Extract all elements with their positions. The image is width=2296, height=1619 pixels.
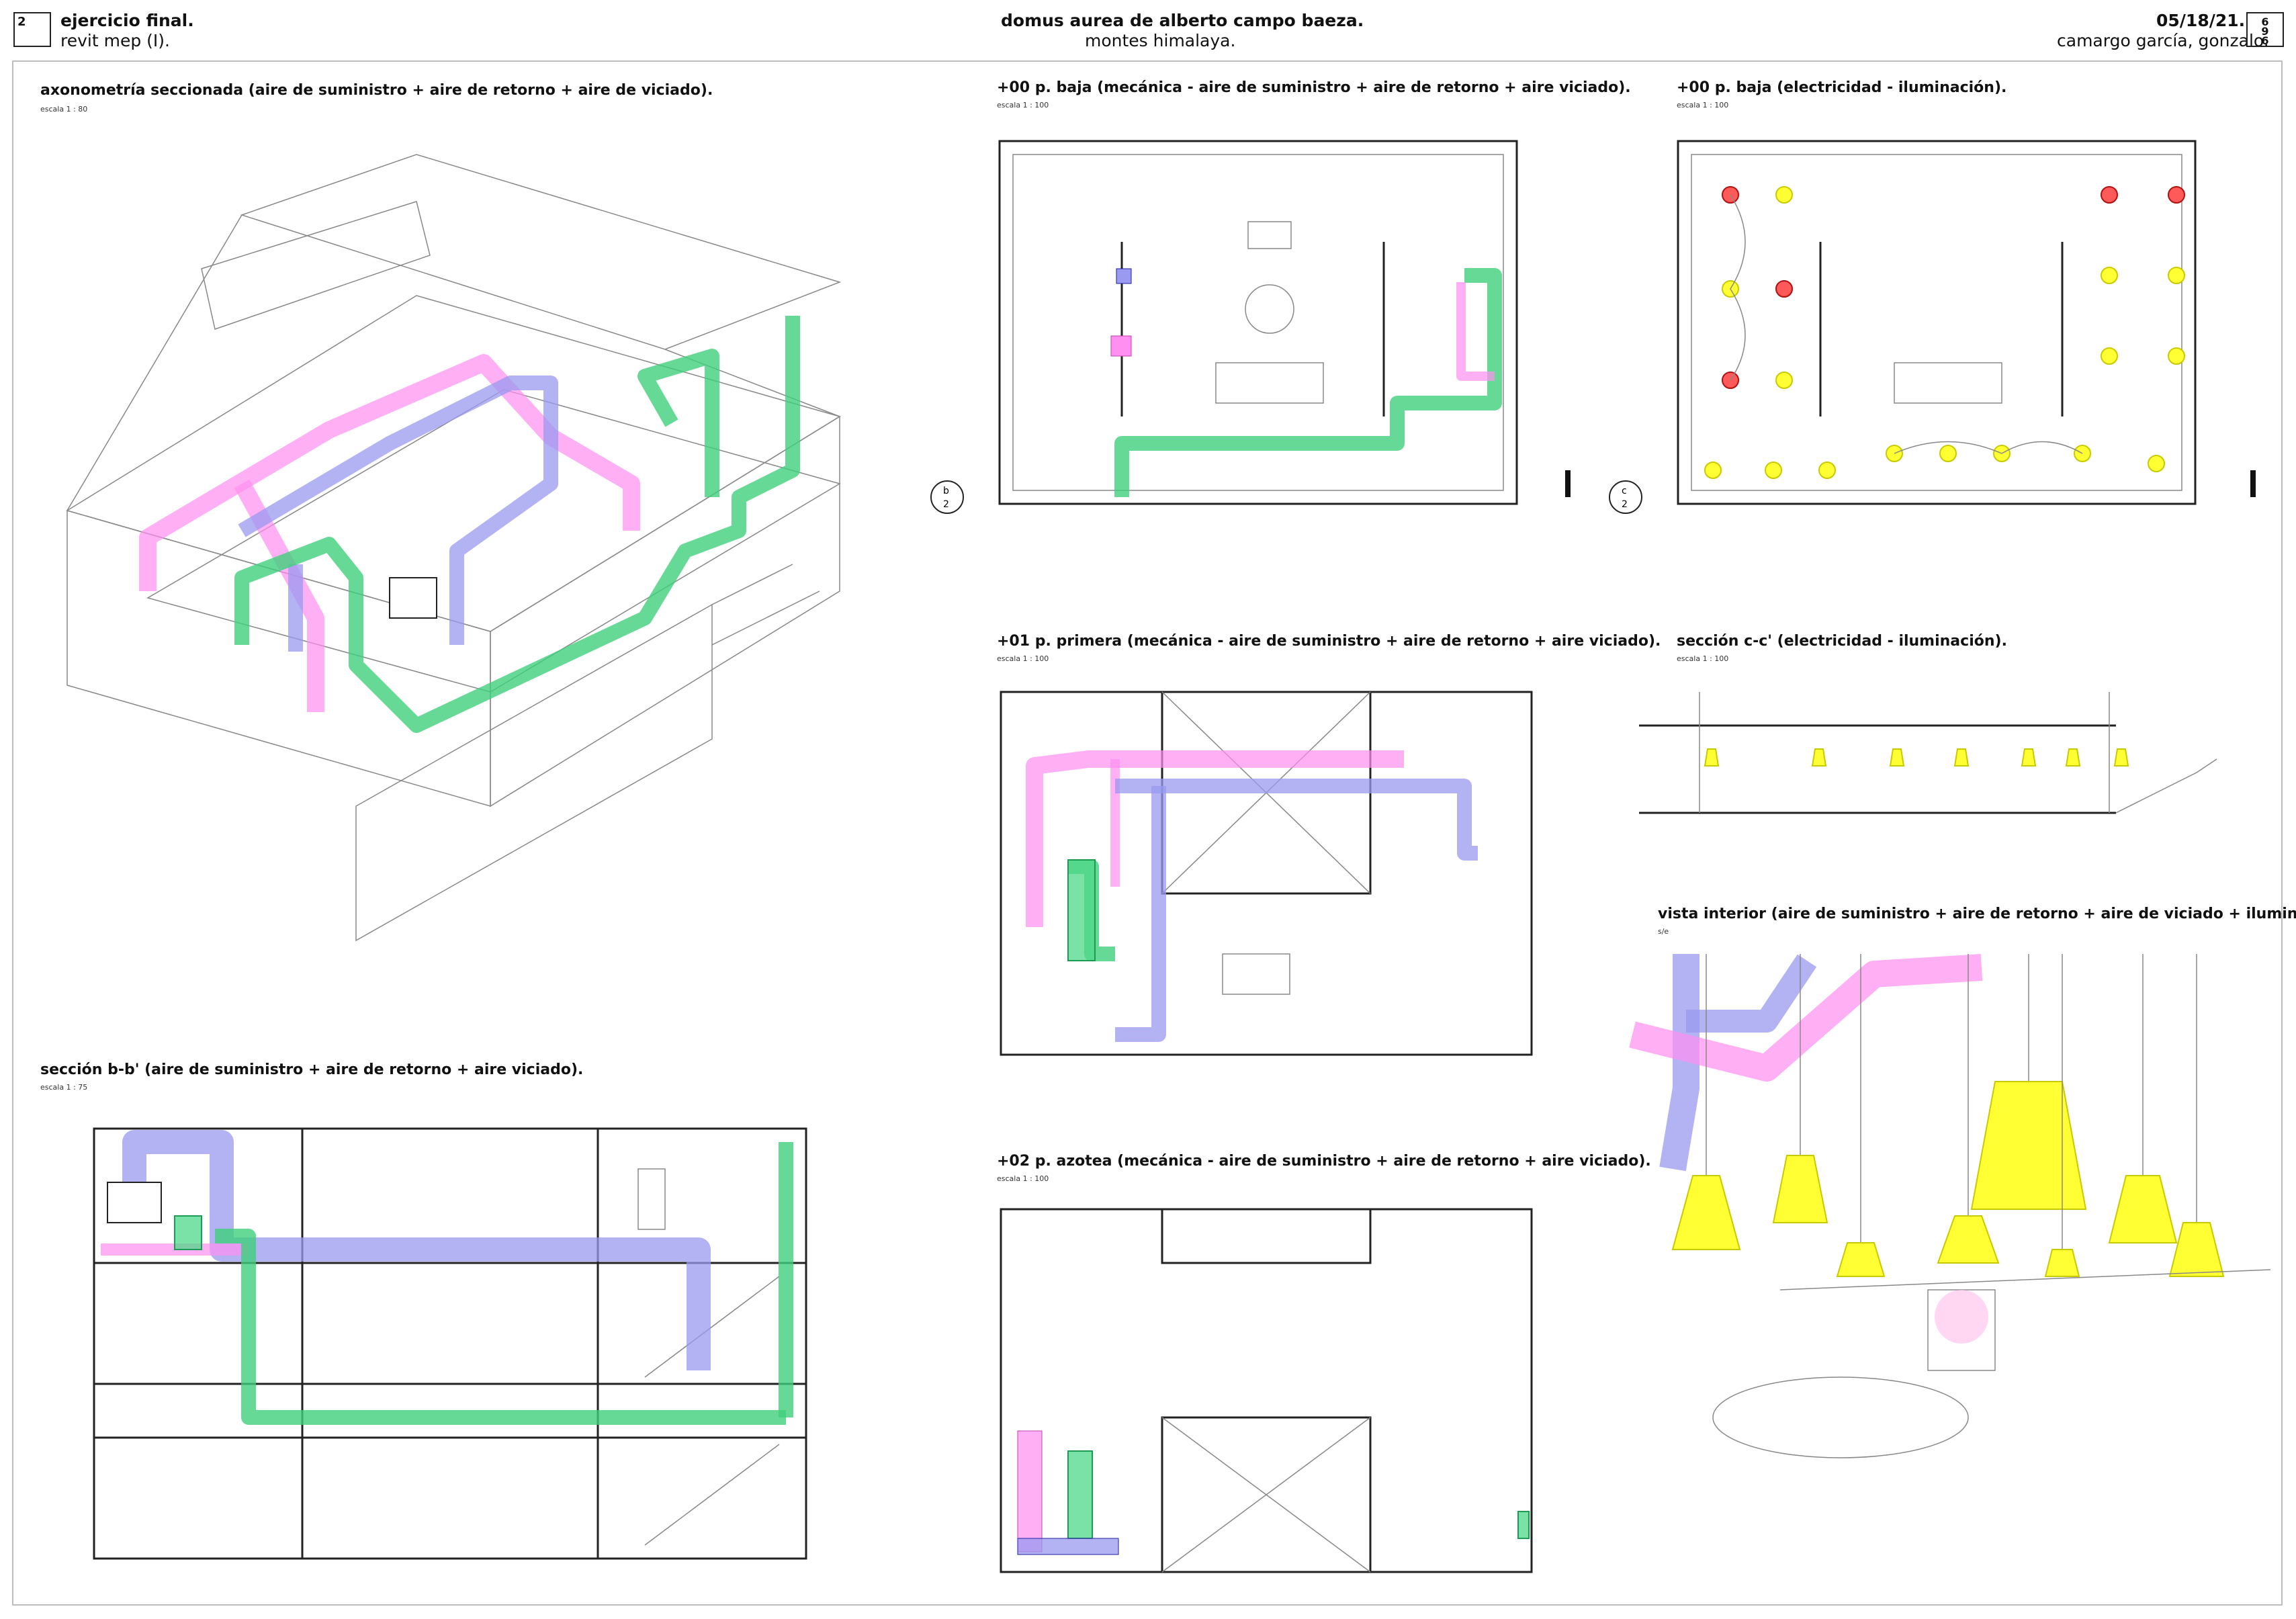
ground-elec-fixtures bbox=[1704, 186, 2185, 479]
project-name: domus aurea de alberto campo baeza. bbox=[1001, 11, 1364, 30]
roof-supply-riser bbox=[1067, 1450, 1093, 1539]
ground-mech-return-grille bbox=[1116, 268, 1132, 284]
ground-mech-title: +00 p. baja (mecánica - aire de suminist… bbox=[997, 79, 1631, 96]
axonometry-drawing bbox=[66, 154, 842, 942]
interior-view bbox=[1629, 954, 2271, 1458]
axonometry-scale: escala 1 : 80 bbox=[40, 105, 88, 114]
section-bb-return-duct bbox=[122, 1130, 711, 1370]
section-cc-drawing bbox=[1639, 692, 2217, 814]
roof-mech-title: +02 p. azotea (mecánica - aire de sumini… bbox=[997, 1153, 1651, 1170]
sheet-author: camargo garcía, gonzalo. bbox=[2057, 31, 2269, 50]
section-cc-lamps bbox=[1704, 748, 2129, 767]
first-mech-scale: escala 1 : 100 bbox=[997, 654, 1049, 663]
sheet-number: 2 bbox=[13, 12, 51, 47]
section-bb-supply-duct bbox=[215, 1229, 786, 1425]
interior-pendant-lamps bbox=[1671, 954, 2225, 1277]
ground-elec-title: +00 p. baja (electricidad - iluminación)… bbox=[1677, 79, 2007, 96]
ground-mech-section-marker bbox=[930, 480, 964, 514]
ground-elec-scale: escala 1 : 100 bbox=[1677, 101, 1729, 110]
ground-mech-plan: b 2 bbox=[930, 140, 1571, 514]
ground-mech-scale: escala 1 : 100 bbox=[997, 101, 1049, 110]
sheet-title: ejercicio final. bbox=[60, 11, 194, 30]
ground-elec-plan: c 2 bbox=[1609, 140, 2256, 514]
axonometry-supply-duct bbox=[234, 316, 800, 733]
sheet-date: 05/18/21. bbox=[2156, 11, 2246, 30]
section-bb-ahu bbox=[107, 1182, 162, 1223]
roof-return-duct bbox=[1017, 1538, 1119, 1555]
axonometry-ahu-unit bbox=[389, 577, 437, 619]
first-mech-title: +01 p. primera (mecánica - aire de sumin… bbox=[997, 633, 1661, 650]
axonometry-exhaust-branch bbox=[234, 479, 324, 712]
roof-mech-plan bbox=[1000, 1208, 1533, 1573]
section-cc-title: sección c-c' (electricidad - iluminación… bbox=[1677, 633, 2007, 650]
first-mech-plan bbox=[1000, 691, 1533, 1056]
section-bb-scale: escala 1 : 75 bbox=[40, 1083, 88, 1092]
roof-exhaust-riser bbox=[1017, 1430, 1043, 1552]
section-bb-title: sección b-b' (aire de suministro + aire … bbox=[40, 1061, 584, 1078]
ground-elec-section-marker bbox=[1609, 480, 1642, 514]
svg-text:2: 2 bbox=[1622, 499, 1628, 510]
axonometry-supply-branch bbox=[637, 349, 719, 497]
interior-return-duct bbox=[1659, 954, 1699, 1172]
ground-mech-exhaust-duct bbox=[1456, 282, 1495, 381]
interior-exhaust-duct bbox=[1629, 954, 1983, 1082]
svg-text:2: 2 bbox=[943, 499, 949, 510]
first-mech-return-duct bbox=[1115, 779, 1478, 861]
axonometry-return-duct bbox=[238, 376, 558, 645]
section-cc-scale: escala 1 : 100 bbox=[1677, 654, 1729, 663]
svg-text:b: b bbox=[943, 486, 949, 496]
sheet-frame bbox=[12, 60, 2283, 1606]
sheet-subtitle: revit mep (I). bbox=[60, 31, 170, 50]
ground-mech-exhaust-grille bbox=[1110, 335, 1132, 357]
section-bb-drawing bbox=[93, 1127, 807, 1560]
first-mech-exhaust-duct bbox=[1026, 750, 1404, 927]
svg-text:c: c bbox=[1622, 486, 1627, 496]
interior-scale: s/e bbox=[1658, 927, 1669, 936]
axonometry-exhaust-duct bbox=[139, 354, 640, 591]
axonometry-title: axonometría seccionada (aire de suminist… bbox=[40, 82, 713, 99]
roof-mech-scale: escala 1 : 100 bbox=[997, 1174, 1049, 1183]
project-location: montes himalaya. bbox=[1085, 31, 1236, 50]
ground-mech-supply-duct bbox=[1114, 268, 1502, 497]
interior-title: vista interior (aire de suministro + air… bbox=[1658, 906, 2296, 922]
